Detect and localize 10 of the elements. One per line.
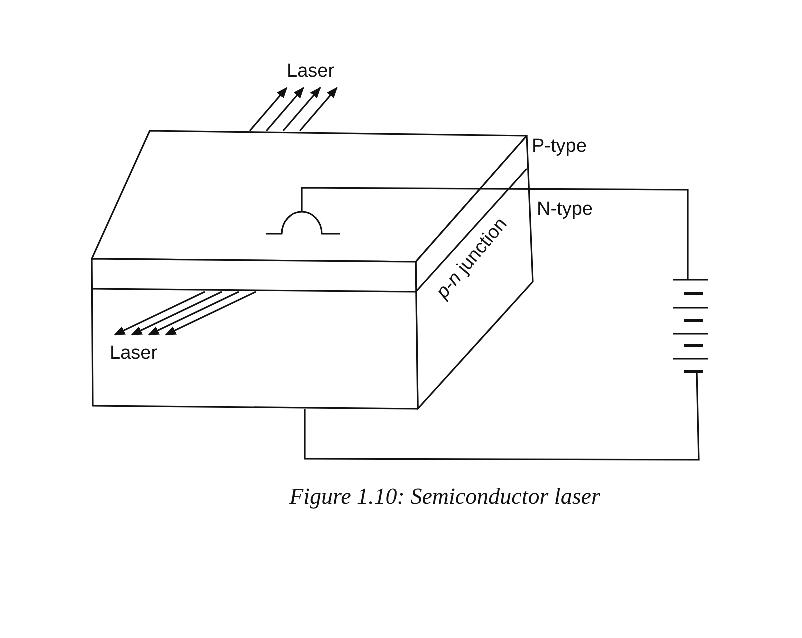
electrode-contact [266, 211, 340, 235]
semiconductor-block-drawing [91, 130, 534, 410]
battery-symbol [673, 279, 708, 374]
figure-caption: Figure 1.10: Semiconductor laser [288, 484, 602, 510]
circuit-wire [301, 187, 689, 280]
circuit-wire [304, 372, 700, 461]
emission-label: Laser [110, 344, 158, 363]
layer-label: P-type [532, 137, 587, 156]
emission-label: Laser [287, 62, 335, 81]
layer-label: N-type [537, 200, 593, 219]
